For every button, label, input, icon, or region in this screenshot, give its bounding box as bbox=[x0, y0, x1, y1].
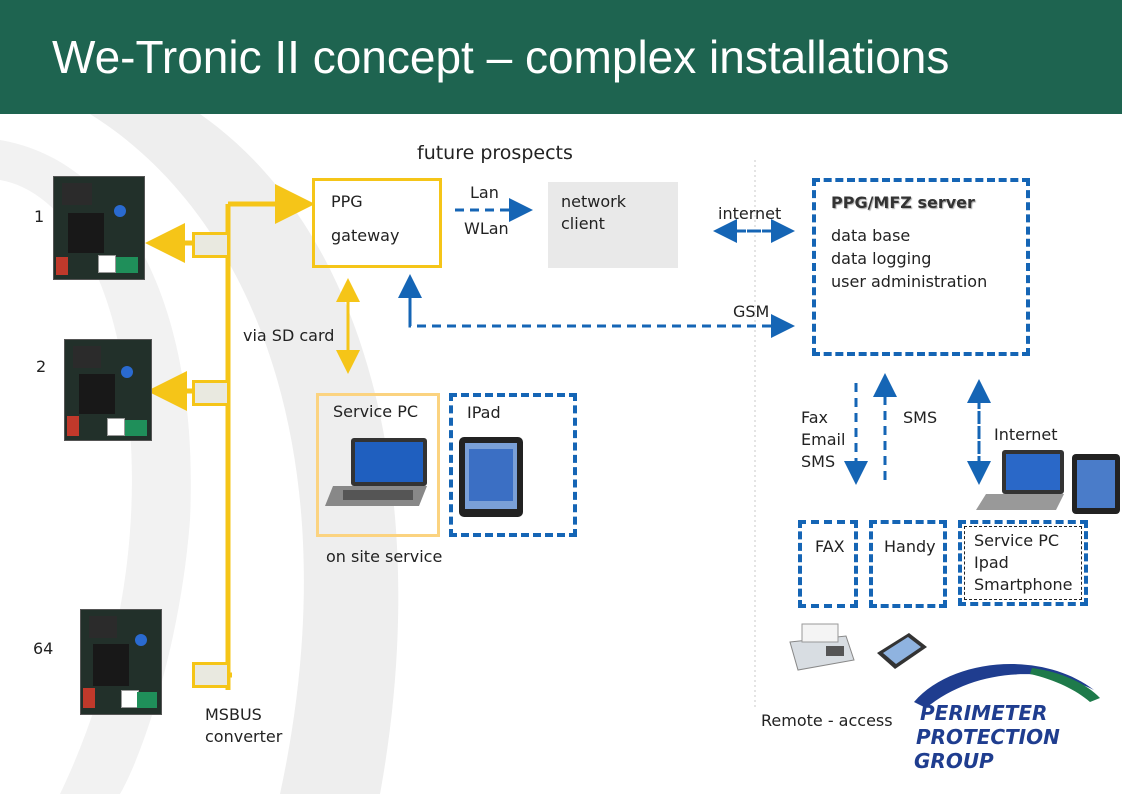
gsm-label: GSM bbox=[733, 302, 770, 321]
node-label-64: 64 bbox=[33, 639, 54, 658]
remote-access-label: Remote - access bbox=[761, 711, 893, 730]
controller-board-2 bbox=[64, 339, 152, 441]
wlan-label: WLan bbox=[464, 219, 509, 238]
ppg-logo: PERIMETER PROTECTION GROUP bbox=[912, 650, 1102, 774]
node-label-2: 2 bbox=[36, 357, 47, 376]
msbus-converter-2 bbox=[192, 380, 230, 406]
lan-label: Lan bbox=[470, 183, 499, 202]
controller-board-64 bbox=[80, 609, 162, 715]
page-title: We-Tronic II concept – complex installat… bbox=[52, 31, 950, 83]
sms-label: SMS bbox=[903, 408, 938, 427]
handy-box: Handy bbox=[869, 520, 947, 608]
service-group-box: Service PC Ipad Smartphone bbox=[958, 520, 1088, 606]
laptop-tablet-icon bbox=[976, 450, 1120, 514]
via-sd-card-label: via SD card bbox=[243, 326, 335, 345]
network-client-box: network client bbox=[548, 182, 678, 268]
ppg-mfz-server-box: PPG/MFZ server data base data logging us… bbox=[812, 178, 1030, 356]
fax-box: FAX bbox=[798, 520, 858, 608]
controller-board-1 bbox=[53, 176, 145, 280]
internet-right-label: Internet bbox=[994, 425, 1058, 444]
ppg-gateway-box: PPG gateway bbox=[312, 178, 442, 268]
title-bar: We-Tronic II concept – complex installat… bbox=[0, 0, 1122, 114]
service-pc-box: Service PC bbox=[316, 393, 440, 537]
internet-label: internet bbox=[718, 204, 782, 223]
ipad-box: IPad bbox=[449, 393, 577, 537]
on-site-service-label: on site service bbox=[326, 547, 443, 566]
tablet-icon bbox=[459, 437, 523, 517]
fax-machine-icon bbox=[789, 623, 855, 671]
future-prospects-label: future prospects bbox=[417, 142, 573, 164]
msbus-converter-64 bbox=[192, 662, 230, 688]
msbus-converter-1 bbox=[192, 232, 230, 258]
phone-icon bbox=[877, 633, 927, 669]
laptop-icon bbox=[325, 438, 427, 506]
node-label-1: 1 bbox=[34, 207, 45, 226]
